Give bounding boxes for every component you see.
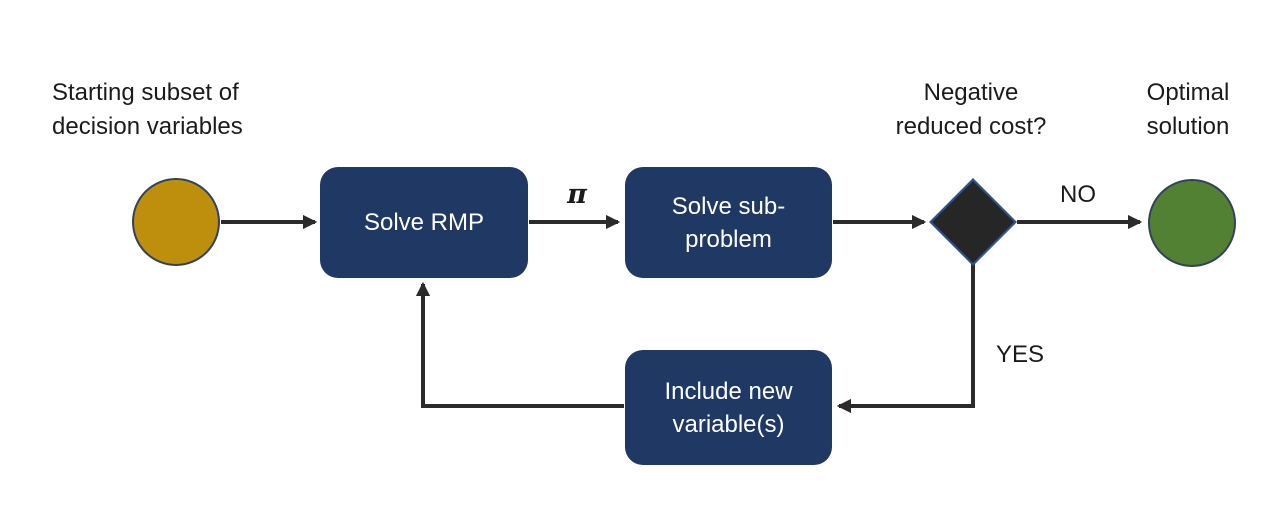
pi-edge-label: π	[567, 179, 587, 210]
solve-rmp-label: Solve RMP	[363, 209, 485, 236]
start-node-caption: Starting subset of decision variables	[52, 79, 243, 140]
no-edge-label: NO	[1060, 181, 1096, 208]
include-new-variables-node: Include new variable(s)	[625, 350, 832, 465]
start-node-circle	[132, 178, 220, 266]
include-new-variables-label: Include new variable(s)	[664, 377, 793, 438]
edge-include-to-rmp	[415, 281, 624, 408]
edge-decision-to-include	[836, 263, 975, 414]
decision-node-caption: Negative reduced cost?	[895, 79, 1047, 140]
end-node-caption: Optimal solution	[1146, 79, 1230, 140]
end-node-circle	[1148, 179, 1236, 267]
yes-edge-label: YES	[995, 341, 1045, 368]
solve-subproblem-node: Solve sub- problem	[625, 167, 832, 278]
solve-rmp-node: Solve RMP	[320, 167, 528, 278]
solve-subproblem-label: Solve sub- problem	[671, 192, 786, 253]
